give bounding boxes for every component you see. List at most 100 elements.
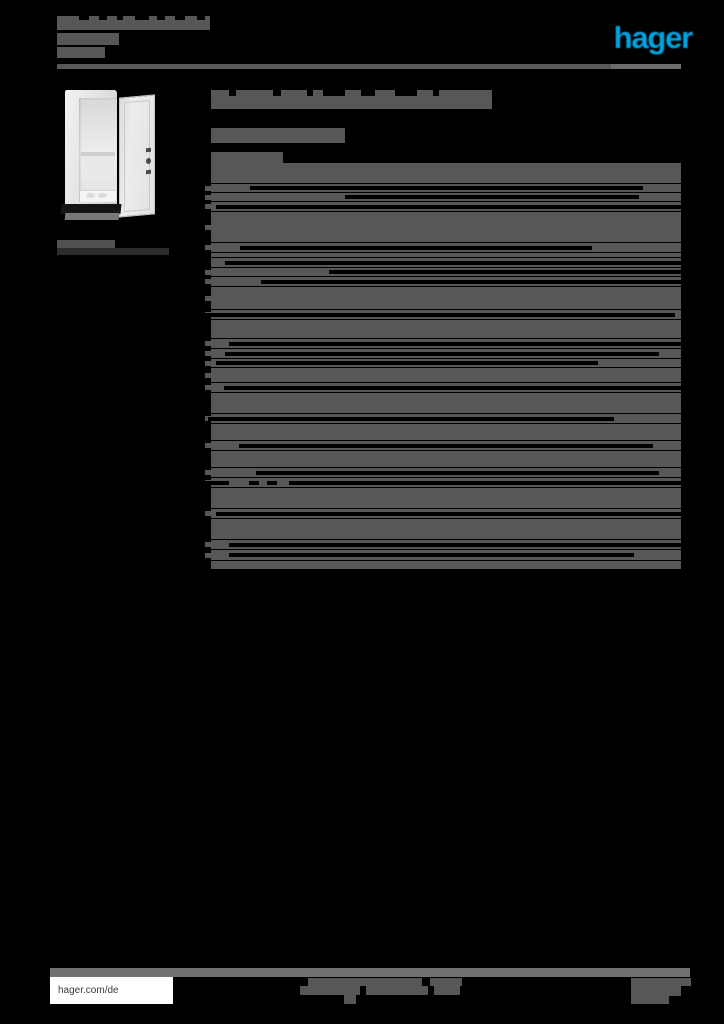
spec-row bbox=[205, 310, 681, 319]
spec-row-gap bbox=[203, 480, 229, 485]
spec-row bbox=[205, 359, 681, 367]
spec-row bbox=[205, 368, 681, 382]
footer-right-block-2 bbox=[631, 986, 681, 996]
spec-row-gap bbox=[240, 245, 592, 250]
spec-row-gap bbox=[329, 270, 681, 274]
spec-row-gap bbox=[229, 341, 681, 346]
header-rule-highlight bbox=[611, 64, 681, 69]
spec-row-gap bbox=[229, 553, 634, 557]
enclosure-shadow bbox=[64, 213, 120, 220]
spec-row-tick bbox=[205, 185, 211, 191]
footer-rule bbox=[50, 968, 690, 977]
product-subtitle-redacted bbox=[211, 128, 345, 143]
spec-row bbox=[205, 414, 681, 423]
hager-url-text: hager.com/de bbox=[58, 985, 119, 996]
spec-row bbox=[205, 184, 681, 192]
page-footer: hager.com/de bbox=[0, 964, 724, 1024]
footer-center-block-6 bbox=[434, 986, 460, 995]
spec-row bbox=[205, 287, 681, 309]
spec-row-gap bbox=[208, 416, 614, 421]
enclosure-shelf bbox=[81, 152, 115, 156]
specification-table bbox=[203, 163, 681, 570]
footer-center-block-5 bbox=[430, 978, 462, 986]
spec-row bbox=[211, 451, 681, 467]
spec-row-gap bbox=[216, 204, 681, 209]
spec-row-tick bbox=[205, 552, 211, 558]
document-title-line-3 bbox=[57, 47, 105, 58]
figure-caption-redacted bbox=[57, 240, 115, 248]
enclosure-lock-bottom bbox=[146, 169, 151, 175]
spec-row bbox=[211, 519, 681, 539]
spec-row-gap bbox=[224, 385, 681, 390]
spec-row-tick bbox=[205, 443, 211, 448]
enclosure-illustration bbox=[57, 84, 169, 234]
spec-row-tick bbox=[205, 542, 211, 547]
spec-row bbox=[205, 349, 681, 358]
enclosure-body bbox=[65, 90, 117, 208]
footer-center-block-1 bbox=[308, 978, 422, 986]
spec-row bbox=[211, 424, 681, 440]
spec-row bbox=[205, 383, 681, 392]
spec-row bbox=[205, 441, 681, 450]
spec-row-gap bbox=[205, 312, 675, 317]
footer-center-block-4 bbox=[344, 995, 356, 1004]
product-photo bbox=[57, 84, 169, 234]
hager-url-box[interactable]: hager.com/de bbox=[50, 977, 173, 1004]
spec-row-tick bbox=[205, 385, 211, 390]
spec-row bbox=[211, 253, 681, 257]
spec-row bbox=[205, 268, 681, 276]
spec-row-tick bbox=[205, 295, 211, 301]
enclosure-door bbox=[119, 94, 155, 218]
spec-row-tick bbox=[205, 372, 211, 378]
spec-row bbox=[205, 193, 681, 201]
spec-row-tick bbox=[205, 360, 211, 366]
spec-row bbox=[211, 258, 681, 267]
spec-row bbox=[205, 243, 681, 252]
enclosure-interior bbox=[79, 98, 117, 202]
spec-row bbox=[205, 509, 681, 518]
spec-row-gap bbox=[345, 195, 639, 199]
footer-center-block-3 bbox=[366, 986, 428, 995]
spec-row-tick bbox=[205, 245, 211, 250]
spec-row bbox=[205, 339, 681, 348]
hager-logo-text: hager bbox=[613, 20, 694, 55]
figure-caption-rule bbox=[57, 248, 169, 255]
spec-row-gap bbox=[249, 480, 259, 485]
spec-row bbox=[211, 163, 681, 183]
spec-row bbox=[205, 540, 681, 549]
spec-row-gap bbox=[225, 351, 659, 356]
spec-row-tick bbox=[205, 224, 211, 230]
section-heading-redacted bbox=[211, 152, 283, 163]
spec-row-tick bbox=[205, 269, 211, 275]
enclosure-knockout-1 bbox=[86, 193, 95, 198]
spec-row-tick bbox=[205, 341, 211, 346]
enclosure-door-frame bbox=[124, 99, 150, 213]
spec-row bbox=[203, 478, 681, 487]
hager-logo: hager bbox=[598, 20, 694, 55]
footer-center-block-2 bbox=[300, 986, 360, 995]
spec-row-gap bbox=[256, 470, 659, 475]
spec-row bbox=[205, 468, 681, 477]
spec-row-gap bbox=[250, 186, 643, 190]
spec-row-gap bbox=[289, 480, 681, 485]
spec-row-tick bbox=[205, 351, 211, 356]
spec-row bbox=[205, 202, 681, 211]
spec-row-tick bbox=[205, 194, 211, 200]
spec-row-gap bbox=[261, 279, 681, 284]
spec-row bbox=[211, 561, 681, 569]
spec-row-tick bbox=[205, 511, 211, 516]
spec-row-gap bbox=[216, 361, 598, 365]
spec-row-tick bbox=[205, 470, 211, 475]
footer-right-block-1 bbox=[631, 978, 691, 986]
enclosure-lock-top bbox=[146, 147, 151, 153]
spec-row-tick bbox=[205, 204, 211, 209]
page-title-redacted bbox=[211, 90, 492, 109]
header-rule bbox=[57, 64, 681, 69]
spec-row-tick bbox=[205, 279, 211, 284]
document-title-line-2 bbox=[57, 33, 119, 45]
enclosure-shelf-panel bbox=[81, 156, 115, 178]
spec-row-gap bbox=[225, 260, 681, 265]
document-title-line-1 bbox=[57, 16, 210, 30]
spec-row bbox=[205, 277, 681, 286]
